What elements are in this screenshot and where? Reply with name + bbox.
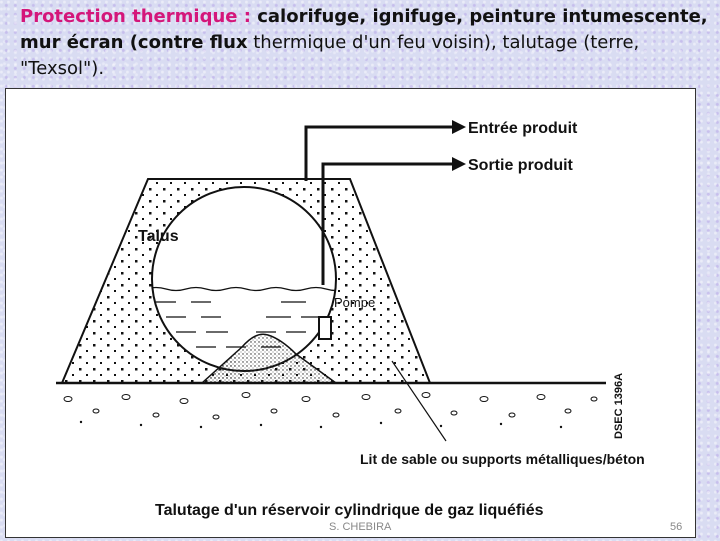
liquid-lines bbox=[152, 286, 336, 348]
page-number: 56 bbox=[670, 521, 682, 533]
pump-icon bbox=[318, 316, 332, 340]
outlet-arrow-icon bbox=[452, 157, 466, 171]
inlet-label: Entrée produit bbox=[468, 120, 578, 137]
bed-label: Lit de sable ou supports métalliques/bét… bbox=[360, 451, 645, 467]
ground-gravel bbox=[63, 392, 598, 420]
sand-bed-left bbox=[202, 351, 238, 383]
bank-label: Talus bbox=[138, 228, 179, 245]
pipes bbox=[304, 125, 452, 285]
tank-embankment-diagram: Entrée produit Sortie produit Talus Pomp… bbox=[56, 120, 682, 533]
ground-dots bbox=[79, 420, 563, 429]
outlet-label: Sortie produit bbox=[468, 157, 574, 174]
title-part1: calorifuge, ignifuge, peinture intumesce… bbox=[20, 6, 708, 53]
tank-circle bbox=[151, 186, 337, 372]
pump-label: Pompe bbox=[334, 295, 375, 310]
diagram-caption: Talutage d'un réservoir cylindrique de g… bbox=[155, 502, 544, 519]
title-part2: flux bbox=[209, 32, 248, 53]
sand-bed bbox=[200, 333, 339, 384]
title-part3: thermique d'un feu voisin), talutage (te… bbox=[20, 32, 640, 79]
title-prefix: Protection thermique : bbox=[20, 6, 258, 27]
diagram-frame: Entrée produit Sortie produit Talus Pomp… bbox=[5, 88, 696, 538]
inlet-arrow-icon bbox=[452, 120, 466, 134]
slide-title: Protection thermique : calorifuge, ignif… bbox=[20, 4, 710, 82]
bed-leader-line bbox=[391, 360, 447, 442]
author-label: S. CHEBIRA bbox=[329, 521, 392, 533]
reference-code: DSEC 1396A bbox=[613, 373, 625, 439]
